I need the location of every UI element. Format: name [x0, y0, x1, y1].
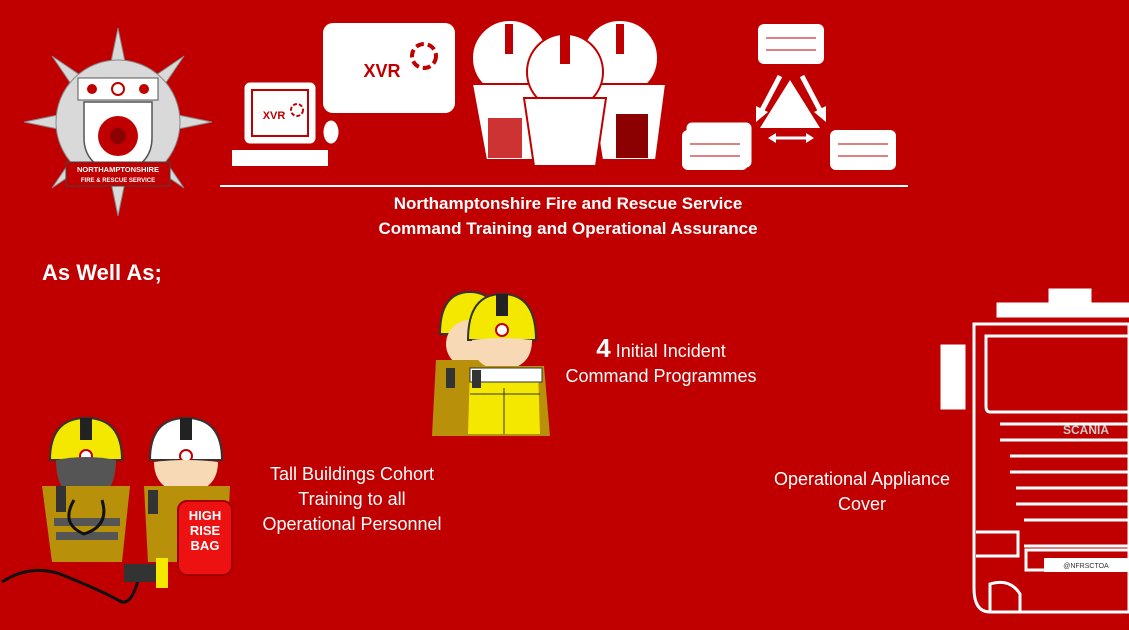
logo-text-line1: NORTHAMPTONSHIRE	[77, 165, 159, 174]
page-title-line2: Command Training and Operational Assuran…	[378, 219, 758, 238]
keyboard	[232, 150, 328, 166]
command-team-icon	[470, 19, 668, 167]
bag-label-line3: BAG	[190, 538, 220, 553]
header-divider	[220, 185, 908, 187]
bag-label-line1: HIGH	[188, 508, 222, 523]
programmes-line1: Initial Incident	[615, 341, 726, 361]
xvr-monitor-label: XVR	[263, 110, 286, 122]
logo-text-line2: FIRE & RESCUE SERVICE	[81, 178, 155, 184]
tall-buildings-caption: Tall Buildings Cohort Training to all Op…	[246, 462, 458, 537]
hose-branch	[124, 564, 158, 582]
appliance-line2: Cover	[837, 494, 886, 514]
page-title-line1: Northamptonshire Fire and Rescue Service	[393, 194, 743, 213]
section-heading: As Well As;	[42, 260, 162, 285]
bag-label-line2: RISE	[189, 523, 221, 538]
tall-buildings-line1: Tall Buildings Cohort	[269, 464, 435, 484]
logo-banner	[65, 161, 171, 187]
radio-icon	[446, 368, 455, 388]
fire-engine-icon: SCANIA @NFRSCTOA	[940, 288, 1129, 614]
xvr-computer-icon: XVR XVR	[232, 23, 455, 166]
incident-commanders-icon	[432, 290, 550, 436]
mouse	[322, 119, 340, 145]
twitter-handle: @NFRSCTOA	[1063, 563, 1109, 570]
scania-badge: SCANIA	[1063, 423, 1109, 437]
programmes-line2: Command Programmes	[565, 366, 757, 386]
high-rise-bag: HIGH RISE BAG	[177, 500, 233, 576]
appliance-caption: Operational Appliance Cover	[750, 467, 974, 517]
xvr-screen-label: XVR	[363, 61, 400, 81]
appliance-line1: Operational Appliance	[773, 469, 951, 489]
hose	[1, 568, 142, 604]
fire-service-crest-logo: NORTHAMPTONSHIRE FIRE & RESCUE SERVICE	[23, 27, 213, 217]
programmes-count: 4	[596, 333, 611, 363]
tall-buildings-line2: Training to all	[298, 489, 406, 509]
programmes-caption: 4 Initial Incident Command Programmes	[556, 333, 766, 389]
tall-buildings-line3: Operational Personnel	[262, 514, 442, 534]
assurance-cycle-icon	[682, 24, 896, 170]
